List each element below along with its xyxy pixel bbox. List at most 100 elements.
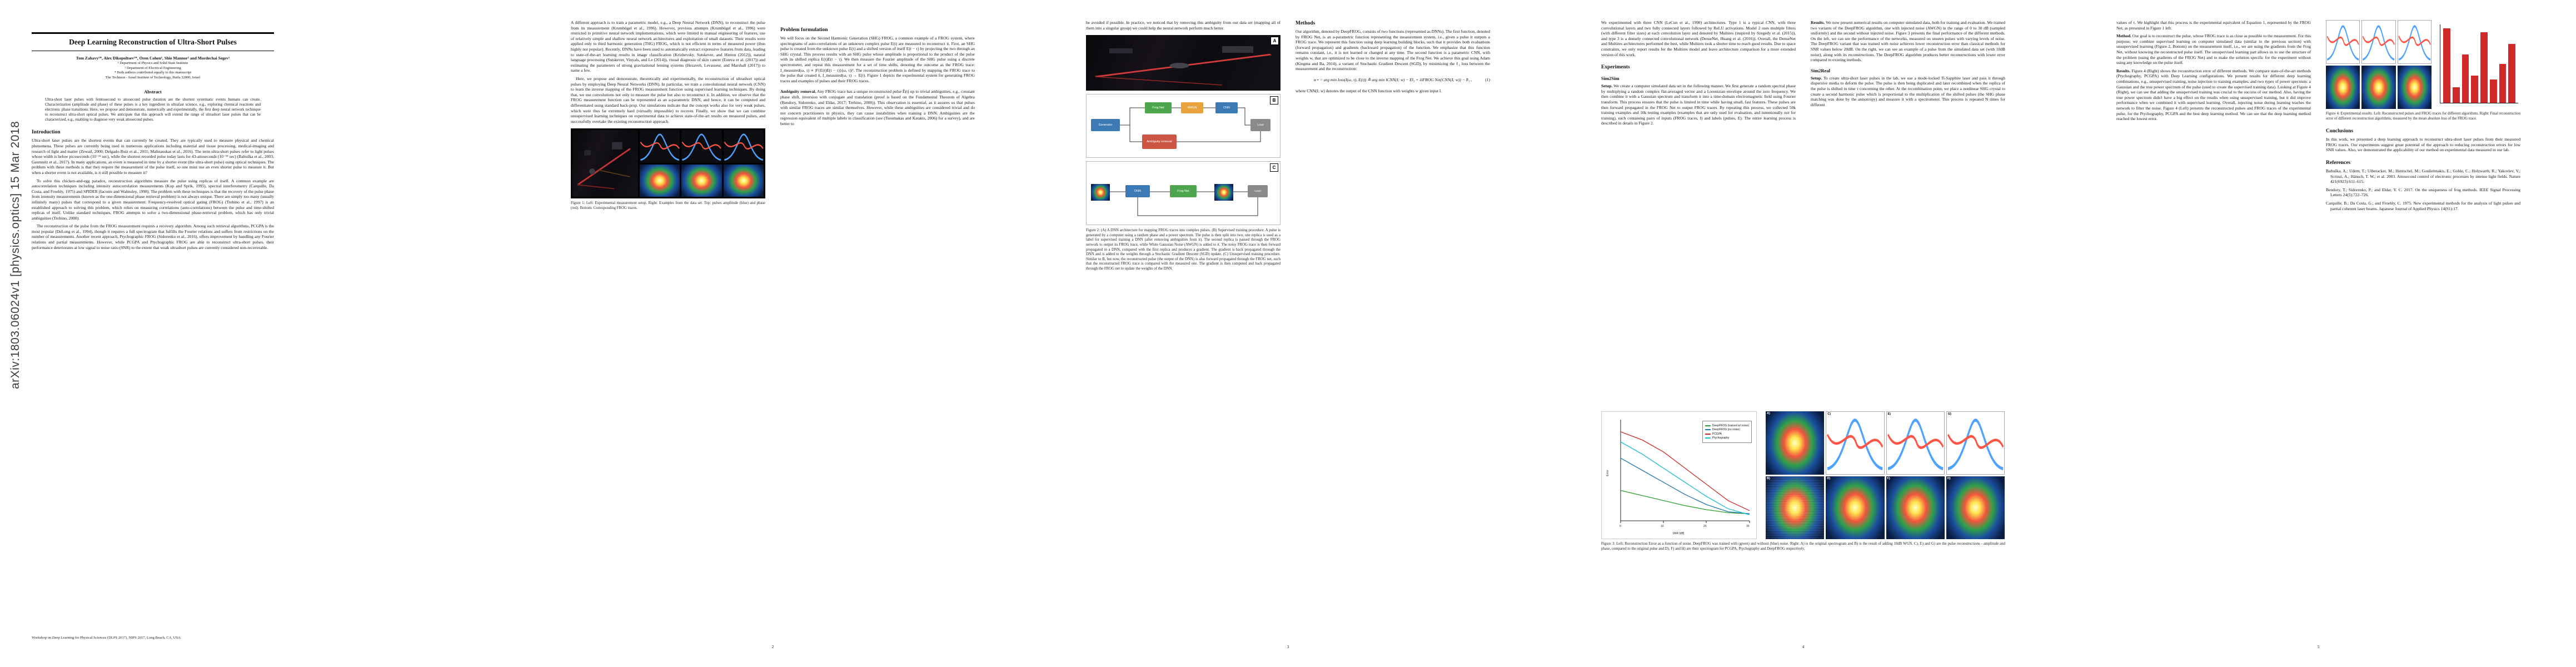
page-5: values of τ. We highlight that this proc… bbox=[2061, 0, 2576, 667]
flow-box-generator: Generator bbox=[1091, 119, 1120, 132]
continuation-paragraph: be avoided if possible. In practice, we … bbox=[1086, 20, 1280, 31]
frog-trace-thumbnail bbox=[2326, 65, 2360, 109]
affiliation-line: The Technion - Israel Institute of Techn… bbox=[105, 75, 201, 79]
page-number: 4 bbox=[1802, 644, 1805, 649]
page-number: 3 bbox=[1287, 644, 1289, 649]
title-block: Deep Learning Reconstruction of Ultra-Sh… bbox=[32, 32, 274, 253]
page-5-left-column: values of τ. We highlight that this proc… bbox=[2116, 20, 2311, 125]
page-5-right-column: Figure 4: Experimental results. Left: Re… bbox=[2326, 20, 2520, 214]
body-paragraph: A different approach is to train a param… bbox=[571, 20, 765, 73]
flow-box-awgn: AWGN bbox=[1181, 102, 1203, 114]
error-bar bbox=[2471, 75, 2478, 103]
paper-title: Deep Learning Reconstruction of Ultra-Sh… bbox=[69, 38, 237, 46]
pulse-plot-thumbnail bbox=[640, 130, 680, 163]
pulse-panel: E) bbox=[1886, 411, 1945, 475]
flow-box-loss: Loss bbox=[1248, 185, 1268, 198]
pulse-panel: G) bbox=[1946, 411, 2005, 475]
page-number: 2 bbox=[771, 644, 774, 649]
panel-label: A bbox=[1270, 37, 1279, 46]
arxiv-stamp: arXiv:1803.06024v1 [physics.optics] 15 M… bbox=[9, 121, 22, 389]
methods-heading: Methods bbox=[1296, 21, 1316, 26]
sim2real-heading: Sim2Real bbox=[1811, 67, 1830, 73]
page-4: We experimented with three CNN (LeCun et… bbox=[1546, 0, 2061, 667]
figure-4-bar-chart bbox=[2434, 20, 2520, 109]
frog-trace-thumbnail bbox=[640, 164, 680, 197]
error-bar bbox=[2462, 54, 2469, 103]
method-paragraph: Method. Our goal is to reconstruct the p… bbox=[2116, 33, 2311, 66]
page-3: be avoided if possible. In practice, we … bbox=[1030, 0, 1546, 667]
pulse-panel bbox=[2397, 20, 2431, 64]
intro-paragraph: Ultra-short laser pulses are the shortes… bbox=[32, 138, 274, 175]
equation-body: w⋆ = arg min loss(I(ω, τ), E(t)) ≜ arg m… bbox=[1313, 77, 1472, 82]
figure-2-caption: Figure 2: (A) A DNN architecture for map… bbox=[1086, 228, 1280, 271]
x-axis-label: SNR [dB] bbox=[1673, 532, 1685, 535]
figure-3-caption: Figure 3: Left: Reconstruction Error as … bbox=[1601, 542, 2005, 551]
error-bar bbox=[2452, 87, 2460, 103]
equation-number: (1) bbox=[1485, 77, 1490, 82]
pulse-plot-thumbnail bbox=[681, 130, 722, 163]
figure-2-panel-c: DNN Frog Net Loss C bbox=[1086, 161, 1280, 226]
equation-1: w⋆ = arg min loss(I(ω, τ), E(t)) ≜ arg m… bbox=[1296, 77, 1490, 83]
results-paragraph: Results. Figure 4 (Right) shows the reco… bbox=[2116, 68, 2311, 122]
error-vs-snr-plot: 0 10 20 30 SNR [dB] Error DeepFROG (trai… bbox=[1601, 411, 1757, 539]
intro-paragraph: To solve this chicken-and-egg paradox, r… bbox=[32, 178, 274, 221]
page-4-left-column: We experimented with three CNN (LeCun et… bbox=[1601, 20, 1796, 129]
frog-trace-thumbnail bbox=[723, 164, 764, 197]
continuation-paragraph: values of τ. We highlight that this proc… bbox=[2116, 20, 2311, 31]
reference-entry: Carquille, B.; Da Costa, G.; and Froehly… bbox=[2326, 200, 2520, 211]
spectrogram-panel: A) bbox=[1766, 411, 1825, 475]
page-2: A different approach is to train a param… bbox=[515, 0, 1030, 667]
setup-paragraph: Setup. To create ultra-short laser pulse… bbox=[1811, 75, 2006, 107]
conclusions-heading: Conclusions bbox=[2326, 128, 2354, 135]
panel-label: C bbox=[1270, 163, 1278, 172]
flow-box-frognet: Frog Net bbox=[1145, 102, 1172, 114]
body-paragraph: where CNN(I; w) denotes the output of th… bbox=[1296, 88, 1442, 93]
body-paragraph: Our algorithm, denoted by DeepFROG, cons… bbox=[1296, 29, 1490, 72]
references-heading: References bbox=[2326, 160, 2351, 166]
flow-box-dnn: DNN bbox=[1125, 185, 1150, 198]
experiments-heading: Experiments bbox=[1601, 64, 1630, 71]
svg-text:10: 10 bbox=[1661, 525, 1664, 528]
panel-label: B bbox=[1270, 96, 1278, 105]
frog-trace-thumbnail bbox=[2361, 65, 2396, 109]
figure-4 bbox=[2326, 20, 2520, 109]
flow-box-loss: Loss bbox=[1250, 119, 1270, 132]
setup-paragraph: Setup. We create a computer simulated da… bbox=[1601, 83, 1796, 126]
pulse-panel bbox=[2361, 20, 2396, 64]
affiliation-line: * Both authors contributed equally to th… bbox=[114, 71, 192, 75]
authors-line: Tom Zahavy¹*, Alex Dikopoltsev¹*, Oren C… bbox=[76, 56, 230, 61]
results-paragraph: Results. We now present numerical result… bbox=[1811, 20, 2005, 63]
flow-box-ambiguity-removal: Ambiguity removal bbox=[1142, 135, 1177, 150]
conclusions-paragraph: In this work, we presented a deep learni… bbox=[2326, 137, 2520, 153]
figure-2: A Generator Frog Net AWGN CNN bbox=[1086, 35, 1280, 226]
figure-1 bbox=[571, 128, 765, 199]
y-axis-label: Error bbox=[1606, 470, 1610, 476]
noisy-spectrogram-panel: B) bbox=[1766, 476, 1825, 539]
reference-entry: Baltuška, A.; Udem, T.; Uiberacker, M.; … bbox=[2326, 168, 2520, 185]
svg-text:0: 0 bbox=[1620, 525, 1621, 528]
dataset-examples-grid bbox=[640, 130, 764, 197]
svg-text:20: 20 bbox=[1703, 525, 1707, 528]
frog-trace-thumbnail bbox=[1214, 184, 1233, 201]
body-paragraph: We will focus on the Second Harmonic Gen… bbox=[780, 36, 975, 83]
page-4-right-column: Results. We now present numerical result… bbox=[1811, 20, 2005, 110]
error-bar bbox=[2480, 32, 2488, 103]
pulse-panel bbox=[2326, 20, 2360, 64]
reconstruction-comparison-grid bbox=[2326, 20, 2431, 109]
spectrogram-panel: D) bbox=[1826, 476, 1885, 539]
introduction-heading: Introduction bbox=[32, 130, 61, 136]
page-2-right-column: Problem formulation We will focus on the… bbox=[780, 20, 975, 130]
error-bar bbox=[2443, 28, 2450, 103]
setup-photo bbox=[572, 130, 638, 197]
frog-trace-thumbnail bbox=[1091, 184, 1110, 201]
abstract-text: Ultra-short laser pulses with femtosecon… bbox=[45, 97, 261, 122]
error-bar bbox=[2499, 63, 2507, 103]
page-3-right-column: Methods Our algorithm, denoted by DeepFR… bbox=[1296, 20, 1490, 96]
affiliation-line: ¹ Department of Physics and Solid State … bbox=[117, 61, 188, 65]
flow-box-cnn: CNN bbox=[1215, 102, 1238, 114]
page-number: 5 bbox=[2317, 644, 2320, 649]
intro-paragraph: The reconstruction of the pulse from the… bbox=[32, 223, 274, 250]
body-paragraph: Here, we propose and demonstrate, theore… bbox=[571, 76, 765, 124]
error-bar bbox=[2489, 79, 2497, 103]
